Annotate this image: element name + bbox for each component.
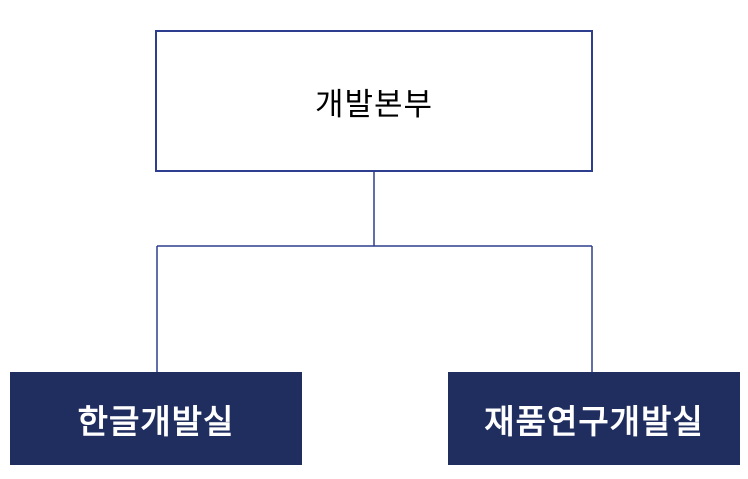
org-node-child-right: 재품연구개발실 <box>448 372 740 465</box>
org-node-child-right-label: 재품연구개발실 <box>484 402 704 440</box>
org-node-root: 개발본부 <box>155 30 593 172</box>
org-node-child-left-label: 한글개발실 <box>77 402 235 440</box>
org-node-root-label: 개발본부 <box>314 86 434 122</box>
org-node-child-left: 한글개발실 <box>10 372 302 465</box>
